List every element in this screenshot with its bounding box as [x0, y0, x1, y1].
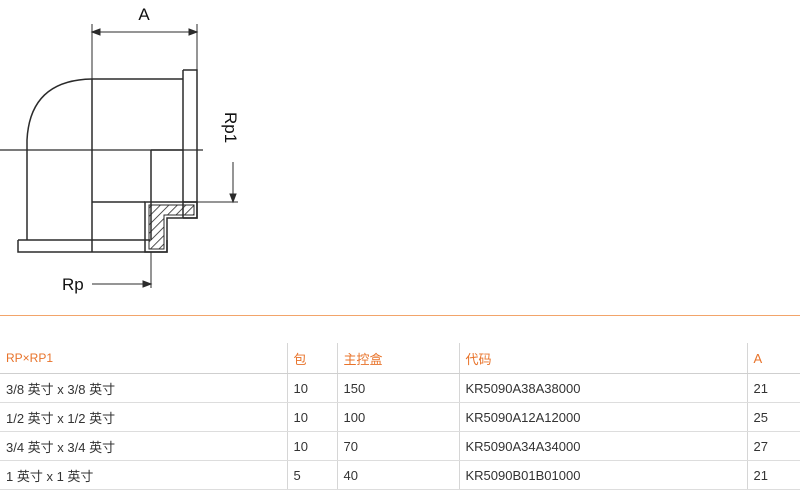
- cell-size: 3/4 英寸 x 3/4 英寸: [0, 431, 287, 461]
- cell-a: 21: [746, 373, 800, 403]
- hatched-section: [148, 204, 195, 250]
- header-code: 代码: [458, 343, 747, 374]
- table-row: 1 英寸 x 1 英寸 5 40 KR5090B01B01000 21: [0, 460, 800, 490]
- dimension-rp1-label: Rp1: [221, 112, 240, 143]
- table-row: 3/8 英寸 x 3/8 英寸 10 150 KR5090A38A38000 2…: [0, 373, 800, 403]
- header-master-box: 主控盒: [336, 343, 459, 374]
- header-a: A: [746, 343, 800, 374]
- cell-code: KR5090A38A38000: [458, 373, 747, 403]
- cell-code: KR5090A34A34000: [458, 431, 747, 461]
- table-row: 1/2 英寸 x 1/2 英寸 10 100 KR5090A12A12000 2…: [0, 402, 800, 432]
- table-header-row: RP×RP1 包 主控盒 代码 A: [0, 343, 800, 374]
- elbow-fitting-drawing: A Rp1 Rp: [0, 5, 240, 294]
- header-pack: 包: [286, 343, 337, 374]
- cell-code: KR5090B01B01000: [458, 460, 747, 490]
- cell-a: 25: [746, 402, 800, 432]
- cell-size: 1 英寸 x 1 英寸: [0, 460, 287, 490]
- cell-pack: 10: [286, 402, 337, 432]
- cell-master-box: 150: [336, 373, 459, 403]
- table-row: 3/4 英寸 x 3/4 英寸 10 70 KR5090A34A34000 27: [0, 431, 800, 461]
- cell-a: 27: [746, 431, 800, 461]
- cell-a: 21: [746, 460, 800, 490]
- dimension-a-label: A: [138, 5, 150, 24]
- cell-size: 1/2 英寸 x 1/2 英寸: [0, 402, 287, 432]
- section-divider: [0, 315, 800, 316]
- header-size: RP×RP1: [0, 343, 287, 374]
- cell-master-box: 70: [336, 431, 459, 461]
- cell-pack: 10: [286, 431, 337, 461]
- cell-pack: 10: [286, 373, 337, 403]
- dimension-rp: [92, 252, 153, 288]
- dimension-a: [90, 24, 199, 79]
- cell-master-box: 40: [336, 460, 459, 490]
- fitting-outline: [17, 69, 198, 253]
- cell-pack: 5: [286, 460, 337, 490]
- cell-master-box: 100: [336, 402, 459, 432]
- dimension-rp1: [197, 162, 238, 204]
- dimension-rp-label: Rp: [62, 275, 84, 294]
- cell-size: 3/8 英寸 x 3/8 英寸: [0, 373, 287, 403]
- cell-code: KR5090A12A12000: [458, 402, 747, 432]
- spec-table: RP×RP1 包 主控盒 代码 A 3/8 英寸 x 3/8 英寸 10 150…: [0, 343, 800, 490]
